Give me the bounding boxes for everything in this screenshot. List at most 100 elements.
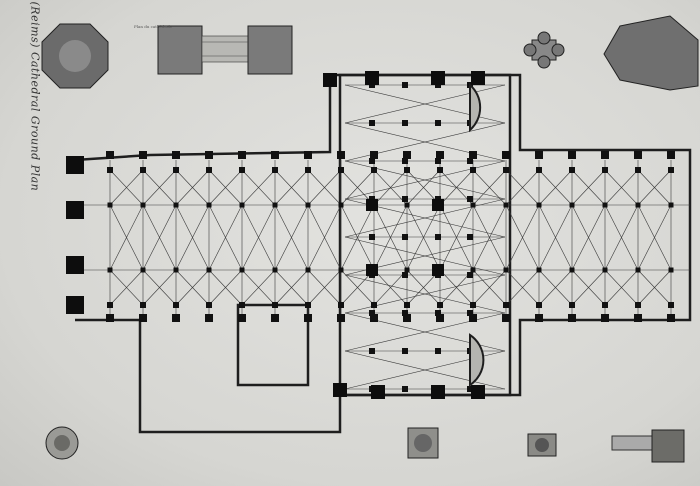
pier <box>106 314 114 322</box>
apse-chapels <box>469 82 485 387</box>
pier <box>535 151 543 159</box>
pier <box>568 314 576 322</box>
pier <box>369 310 375 316</box>
pier <box>338 267 344 273</box>
pier <box>304 314 312 322</box>
vault-rib <box>142 269 177 306</box>
pier <box>402 158 408 164</box>
pier <box>601 151 609 159</box>
vault-rib <box>637 269 672 306</box>
vault-rib <box>241 204 276 271</box>
pier <box>502 314 510 322</box>
pier <box>173 202 179 208</box>
pier <box>402 196 408 202</box>
vault-rib <box>208 269 243 306</box>
pier <box>107 302 113 308</box>
pier <box>107 167 113 173</box>
vault-rib <box>538 169 573 206</box>
pier <box>471 385 485 399</box>
pier <box>467 310 473 316</box>
pier <box>436 314 444 322</box>
pier <box>323 73 337 87</box>
pier <box>668 167 674 173</box>
vault-rib <box>142 204 177 271</box>
vault-rib <box>208 169 243 206</box>
pier <box>602 202 608 208</box>
pier <box>369 120 375 126</box>
pier <box>536 167 542 173</box>
pier <box>366 264 378 276</box>
vault-rib <box>344 84 506 124</box>
pier <box>172 151 180 159</box>
small-caption: Plan du cathédrale <box>134 24 173 29</box>
vault-rib <box>344 312 506 352</box>
pier <box>536 202 542 208</box>
pier <box>239 267 245 273</box>
vault-rib <box>571 169 606 206</box>
pier <box>66 256 84 274</box>
pier <box>402 310 408 316</box>
pier <box>668 302 674 308</box>
pier <box>272 267 278 273</box>
pier <box>239 167 245 173</box>
vault-rib <box>373 204 408 271</box>
pier <box>535 314 543 322</box>
pier <box>470 202 476 208</box>
pier <box>370 151 378 159</box>
pier <box>431 385 445 399</box>
pier-layout <box>66 71 675 399</box>
pier <box>371 385 385 399</box>
quatrefoil-base-detail <box>527 433 557 457</box>
pier <box>467 234 473 240</box>
pier <box>402 272 408 278</box>
pier <box>205 314 213 322</box>
pier <box>304 151 312 159</box>
pier <box>206 167 212 173</box>
vault-rib <box>208 204 243 271</box>
pier <box>635 202 641 208</box>
plan-outline <box>74 73 692 434</box>
pier <box>173 167 179 173</box>
pier <box>140 302 146 308</box>
pier <box>470 267 476 273</box>
vault-rib <box>637 204 672 271</box>
pier <box>602 267 608 273</box>
pier <box>467 386 473 392</box>
pier <box>338 202 344 208</box>
pier <box>404 302 410 308</box>
vault-rib <box>109 169 144 206</box>
pier <box>470 302 476 308</box>
pier <box>569 267 575 273</box>
pier <box>536 267 542 273</box>
vault-rib <box>538 204 573 271</box>
vault-rib <box>109 269 144 306</box>
pier <box>205 151 213 159</box>
pier <box>206 202 212 208</box>
pier <box>369 348 375 354</box>
vault-rib <box>373 269 408 306</box>
apse-chapel-detail <box>603 15 699 91</box>
pier <box>569 202 575 208</box>
pier <box>667 151 675 159</box>
pier <box>173 267 179 273</box>
pier <box>140 202 146 208</box>
vault-rib <box>307 204 342 271</box>
pier <box>403 151 411 159</box>
pier <box>139 314 147 322</box>
pier <box>206 302 212 308</box>
pier <box>107 267 113 273</box>
round-pier-detail <box>45 426 79 460</box>
vault-rib <box>109 204 144 271</box>
vault-rib <box>175 169 210 206</box>
vault-rib <box>538 269 573 306</box>
square-pier-detail <box>407 427 439 459</box>
pier <box>272 302 278 308</box>
pier <box>569 302 575 308</box>
vault-rib <box>505 204 540 271</box>
pier <box>239 202 245 208</box>
pier <box>402 82 408 88</box>
pier <box>437 302 443 308</box>
pier <box>404 167 410 173</box>
pier <box>305 202 311 208</box>
